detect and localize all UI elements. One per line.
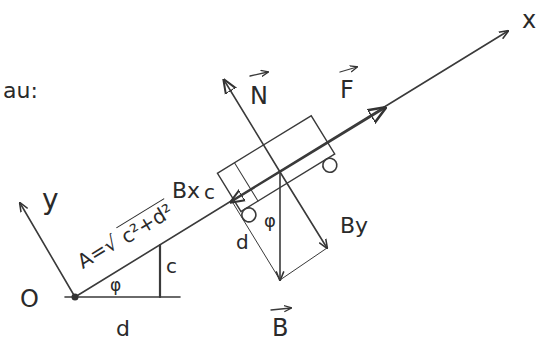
horizontal-line xyxy=(65,296,180,298)
normal-force-arrow xyxy=(224,80,280,172)
component-label: Bx xyxy=(172,180,200,202)
component-arrow xyxy=(280,172,327,248)
force-label: B xyxy=(272,316,288,340)
formula-text: A=√ xyxy=(74,232,121,272)
component-arrow xyxy=(231,172,280,202)
axis-label: y xyxy=(42,186,59,214)
x-axis xyxy=(75,31,508,297)
formula-text: c²+d² xyxy=(116,197,176,246)
length-label: c xyxy=(166,256,177,276)
vector-sign xyxy=(250,72,268,76)
length-label: d xyxy=(236,232,249,252)
construction-line xyxy=(233,203,280,280)
length-label: c xyxy=(204,182,215,202)
force-label: N xyxy=(250,84,268,108)
y-axis xyxy=(20,203,75,297)
component-label: By xyxy=(340,215,368,237)
weight-arrow xyxy=(279,172,281,280)
axis-label: x xyxy=(522,8,536,32)
construction-line xyxy=(280,248,327,280)
vector-sign xyxy=(271,308,291,310)
vector-sign xyxy=(340,67,357,72)
angle-label: φ xyxy=(264,212,276,230)
angle-label: φ xyxy=(110,277,121,294)
force-arrow xyxy=(280,108,385,172)
origin-label: O xyxy=(20,287,39,311)
force-label: F xyxy=(340,78,354,102)
note-text: au: xyxy=(3,80,38,102)
origin-dot xyxy=(72,294,79,301)
length-label: d xyxy=(116,318,130,340)
triangle-leg xyxy=(159,245,161,297)
